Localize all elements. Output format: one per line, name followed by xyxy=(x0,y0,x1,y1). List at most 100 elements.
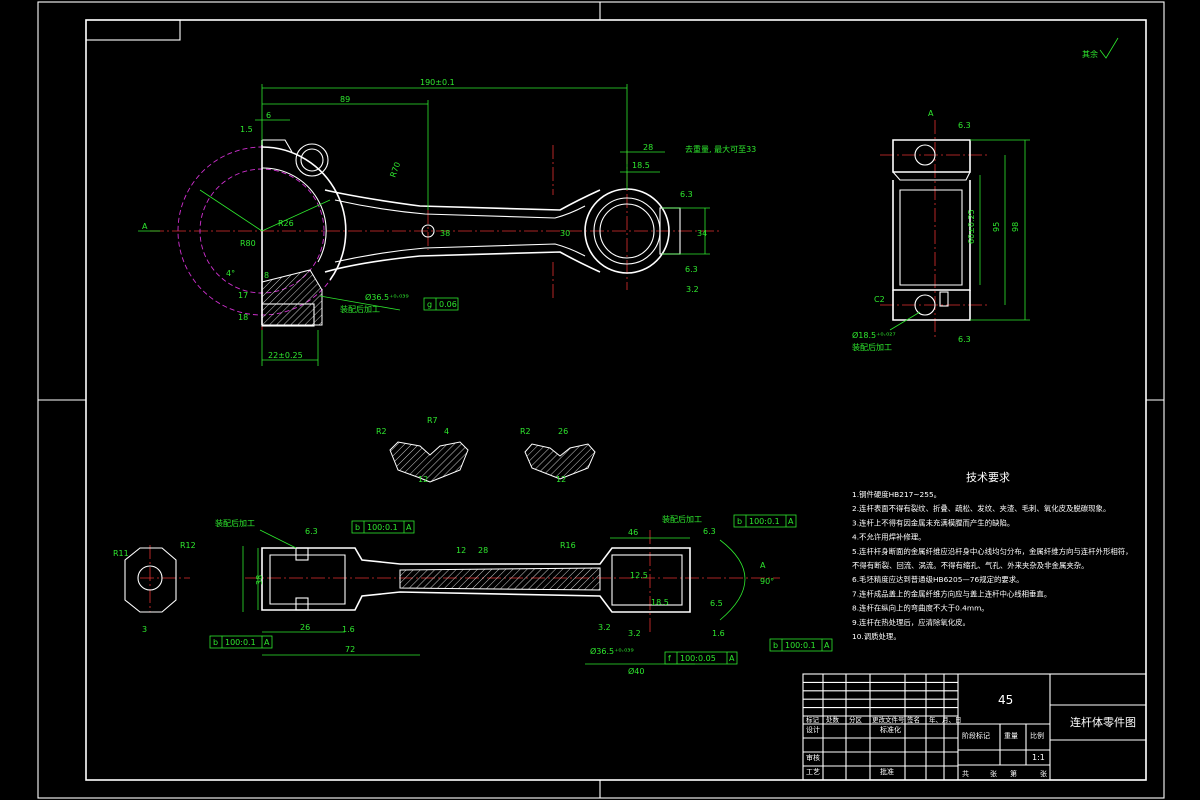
tb-sheet-total: 共 xyxy=(962,769,969,778)
tb-weight: 重量 xyxy=(1004,732,1018,740)
label-a-top: A xyxy=(142,222,148,231)
side-c2: C2 xyxy=(874,295,885,304)
tol-frame-2 xyxy=(209,635,273,649)
tb-review: 审核 xyxy=(806,753,820,762)
svg-text:g: g xyxy=(427,300,432,309)
bot-d12: 12 xyxy=(456,546,466,555)
side-dim-95: 95 xyxy=(992,222,1001,232)
bot-d3-2-b: 3.2 xyxy=(628,629,641,638)
tech-item: 不得有断裂、回流、涡流。不得有缩孔、气孔、外来夹杂及非金属夹杂。 xyxy=(852,561,1089,570)
svg-text:100:0.1: 100:0.1 xyxy=(367,523,398,532)
dim-18: 18 xyxy=(238,313,248,322)
dim-18-5: 18.5 xyxy=(632,161,650,170)
tb-process: 工艺 xyxy=(806,768,820,776)
sec-d12b: 12 xyxy=(556,475,566,484)
tech-item: 9.连杆在热处理后，应清除氧化皮。 xyxy=(852,618,970,627)
bot-bore: Ø36.5⁺⁰·⁰³⁹ xyxy=(590,646,634,656)
bot-d72: 72 xyxy=(345,645,355,654)
bot-angle: 90° xyxy=(760,577,774,586)
side-dim-98: 98 xyxy=(1011,222,1020,232)
tb-scale-label: 比例 xyxy=(1030,731,1044,740)
bot-d18-5: 18.5 xyxy=(651,598,669,607)
svg-text:100:0.1: 100:0.1 xyxy=(785,641,816,650)
bot-d6-3: 6.3 xyxy=(305,527,318,536)
bot-note-left: 装配后加工 xyxy=(215,518,255,528)
bot-d12-5: 12.5 xyxy=(630,571,648,580)
bot-d38: 38 xyxy=(255,575,264,585)
tb-row-label: 年、月、日 xyxy=(929,715,962,724)
svg-text:b: b xyxy=(213,638,218,647)
tech-item-list: 1.钢件硬度HB217~255。2.连杆表面不得有裂纹、折叠、疏松、发纹、夹渣、… xyxy=(852,490,1133,641)
tb-design: 设计 xyxy=(806,725,820,734)
dim-angle-4: 4° xyxy=(226,269,235,278)
tb-approve: 批准 xyxy=(880,767,894,776)
bot-note-right: 装配后加工 xyxy=(662,514,702,524)
bot-d28: 28 xyxy=(478,546,488,555)
front-view: 190±0.1 89 1.5 6 28 18.5 去重量, 最大可至33 R70… xyxy=(138,78,756,366)
dim-38: 38 xyxy=(440,229,450,238)
tb-sheet-no: 第 xyxy=(1010,769,1017,778)
dim-r80: R80 xyxy=(240,239,256,248)
sheet-border xyxy=(37,1,1165,799)
dim-1-5: 1.5 xyxy=(240,125,253,134)
tech-item: 4.不允许用焊补修理。 xyxy=(852,533,926,542)
bot-d3: 3 xyxy=(142,625,147,634)
surface-note-label: 其余 xyxy=(1082,49,1098,59)
tb-row-label: 分区 xyxy=(849,715,863,724)
sec-r2: R2 xyxy=(376,427,387,436)
tb-row-label: 更改文件号 xyxy=(872,715,905,724)
dim-28: 28 xyxy=(643,143,653,152)
svg-text:b: b xyxy=(737,517,742,526)
dim-r70: R70 xyxy=(388,161,402,179)
tech-title: 技术要求 xyxy=(966,471,1010,484)
section-views: R2 R7 4 12 R2 26 12 xyxy=(376,416,596,484)
drawing-name: 连杆体零件图 xyxy=(1070,715,1136,729)
note-top: 去重量, 最大可至33 xyxy=(685,144,756,154)
tech-item: 5.连杆杆身断面的金属纤维应沿杆身中心线均匀分布，金属纤维方向与连杆外形相符， xyxy=(852,547,1133,556)
tech-item: 7.连杆成品盖上的金属纤维方向应与盖上连杆中心线相垂直。 xyxy=(852,589,1051,598)
bot-r11: R11 xyxy=(113,549,129,558)
roughness-icon xyxy=(1099,37,1119,59)
sec-d26: 26 xyxy=(558,427,568,436)
tolerance-frame-g xyxy=(423,297,459,311)
svg-text:A: A xyxy=(824,641,830,650)
dim-89: 89 xyxy=(340,95,350,104)
tb-scale: 1:1 xyxy=(1032,753,1045,762)
svg-text:A: A xyxy=(264,638,270,647)
tb-row-label: 标记 xyxy=(806,715,820,724)
material-label: 45 xyxy=(998,693,1013,707)
sec-d12: 12 xyxy=(418,475,428,484)
sec-r7: R7 xyxy=(427,416,438,425)
tb-sheet-unit: 张 xyxy=(990,769,997,778)
side-dim-6-3-b: 6.3 xyxy=(958,335,971,344)
dim-34: 34 xyxy=(697,229,707,238)
svg-text:100:0.05: 100:0.05 xyxy=(680,654,716,663)
side-label-a: A xyxy=(928,109,934,118)
dim-8: 8 xyxy=(264,271,269,280)
dim-30: 30 xyxy=(560,229,570,238)
dim-3-2: 3.2 xyxy=(686,285,699,294)
tech-item: 8.连杆在纵向上的弯曲度不大于0.4mm。 xyxy=(852,604,989,613)
tech-item: 1.钢件硬度HB217~255。 xyxy=(852,490,941,499)
tb-row-label: 处数 xyxy=(826,715,840,724)
svg-text:b: b xyxy=(355,523,360,532)
bot-d1-6-b: 1.6 xyxy=(712,629,725,638)
dim-6-3-b: 6.3 xyxy=(685,265,698,274)
tb-standard: 标准化 xyxy=(880,725,901,734)
bot-d46: 46 xyxy=(628,528,638,537)
bot-d6-3-b: 6.3 xyxy=(703,527,716,536)
tb-row-label: 签名 xyxy=(907,715,920,724)
svg-text:100:0.1: 100:0.1 xyxy=(749,517,780,526)
dim-22: 22±0.25 xyxy=(268,351,303,360)
bot-label-a: A xyxy=(760,561,766,570)
title-block: 45 连杆体零件图 标记处数分区更改文件号签名年、月、日 设计 标准化 阶段标记… xyxy=(802,673,1147,781)
side-view: 98 95 60±0.25 6.3 6.3 C2 Ø18.5⁺⁰·⁰²⁷ 装配后… xyxy=(852,109,1030,352)
side-dim-6-3: 6.3 xyxy=(958,121,971,130)
bot-r12: R12 xyxy=(180,541,196,550)
sec-d4: 4 xyxy=(444,427,449,436)
side-dim-60: 60±0.25 xyxy=(967,209,976,244)
svg-text:0.06: 0.06 xyxy=(439,300,457,309)
bot-r16: R16 xyxy=(560,541,576,550)
tol-frame-5 xyxy=(664,651,738,665)
